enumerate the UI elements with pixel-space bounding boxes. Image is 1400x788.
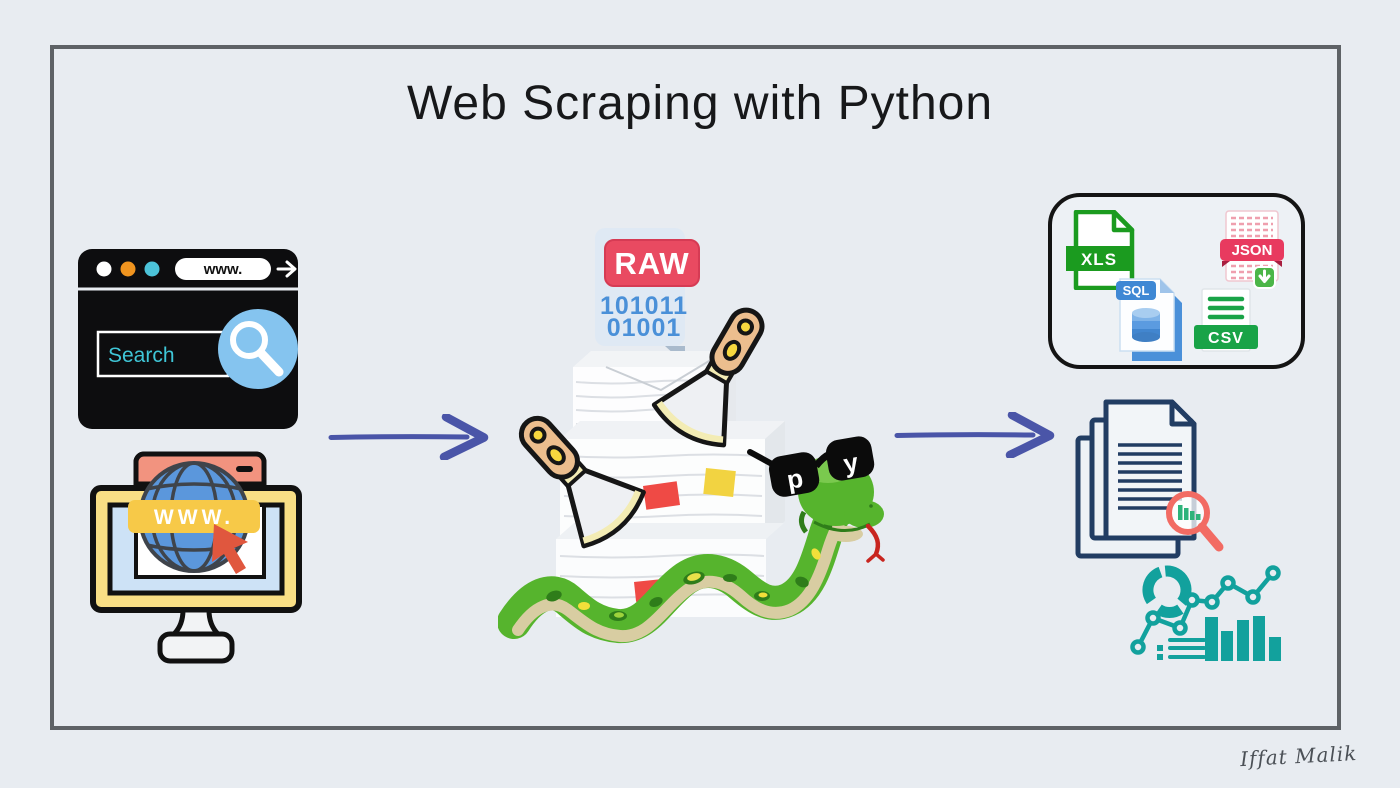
sticky-note-yellow <box>703 468 736 497</box>
author-signature: Iffat Malik <box>1239 741 1358 772</box>
monitor-stand <box>167 607 225 637</box>
document-fold <box>1169 399 1197 427</box>
line-chart-icon <box>1130 565 1281 655</box>
magnifier-circle <box>218 309 298 389</box>
json-label: JSON <box>1232 242 1273 259</box>
json-file-icon: JSON <box>1220 210 1284 289</box>
envelope-flap <box>605 354 720 392</box>
arrow-shaft <box>894 432 1036 438</box>
snake-tongue <box>865 523 885 563</box>
csv-file-icon: CSV <box>1194 288 1258 352</box>
output-formats-box: XLS JSON SQL <box>1048 193 1305 369</box>
page-title: Web Scraping with Python <box>406 77 994 130</box>
donut-chart-icon <box>1142 565 1192 618</box>
browser-window-art: www. Search <box>78 249 298 429</box>
database-icon <box>1132 308 1160 342</box>
sunglasses-icon: p y <box>747 436 875 497</box>
url-text: www. <box>203 261 243 278</box>
bar-chart-icon <box>1205 616 1281 661</box>
csv-label: CSV <box>1208 330 1244 347</box>
python-snake: p y <box>498 436 885 643</box>
raw-badge-text: RAW <box>614 246 689 281</box>
flow-arrow-left <box>328 414 489 460</box>
arrow-shaft <box>328 434 470 440</box>
snake-mouth <box>813 520 871 532</box>
lens-letter-p: p <box>784 463 805 495</box>
www-banner: WWW. <box>128 500 260 533</box>
binary-line-1: 101011 <box>600 292 688 320</box>
scraping-scene-art: RAW 101011 01001 <box>498 228 885 643</box>
arrow-head-icon <box>1005 412 1055 458</box>
monitor-base <box>157 631 235 664</box>
snake-belly <box>512 501 856 642</box>
report-documents-art <box>1075 399 1224 559</box>
www-banner-text: WWW. <box>154 506 234 529</box>
arrow-head-icon <box>439 414 489 460</box>
go-arrow-icon <box>276 260 297 278</box>
sql-file-icon: SQL <box>1116 278 1182 361</box>
flow-arrow-right <box>894 412 1055 458</box>
xls-file-icon: XLS <box>1066 210 1135 290</box>
monitor-globe-art: WWW. <box>90 451 302 664</box>
list-icon <box>1157 638 1206 660</box>
snake-nostril <box>869 504 873 508</box>
binary-line-2: 01001 <box>607 314 682 342</box>
sticky-note-red <box>643 481 681 510</box>
browser-dot-teal <box>144 261 160 277</box>
slide-frame <box>50 45 1341 730</box>
raw-badge <box>604 239 700 287</box>
analytics-charts-art <box>1130 565 1281 661</box>
sql-label: SQL <box>1123 283 1150 298</box>
browser-dot-orange <box>120 261 136 277</box>
magnifier-analysis-icon <box>1166 491 1224 552</box>
download-icon <box>1253 266 1276 289</box>
xls-label: XLS <box>1081 250 1117 269</box>
url-pill <box>175 258 271 280</box>
mini-bar-chart <box>1178 505 1201 520</box>
cursor-icon <box>212 524 248 574</box>
browser-dot-white <box>96 261 112 277</box>
snake-body <box>498 477 865 643</box>
raw-data-bubble: RAW 101011 01001 <box>595 228 700 364</box>
search-label: Search <box>108 344 175 367</box>
lens-letter-y: y <box>841 447 861 479</box>
magnifier-icon <box>230 321 284 377</box>
